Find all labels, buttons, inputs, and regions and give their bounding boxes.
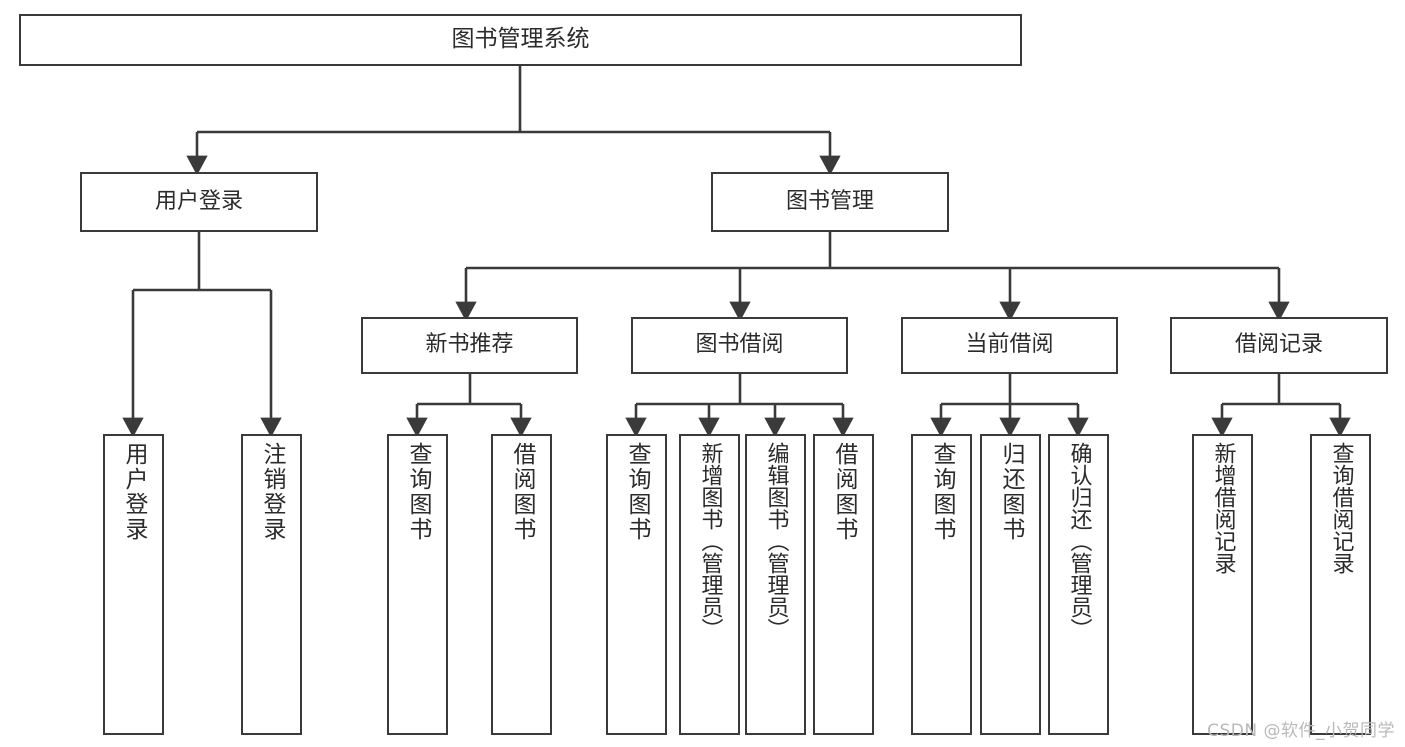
node-leaf-query-borrow-record-label: 查询借阅记录 (1328, 442, 1354, 574)
node-leaf-user-login-label: 用户登录 (121, 442, 147, 542)
node-borrow-record[interactable]: 借阅记录 (1170, 317, 1388, 374)
node-leaf-add-borrow-record[interactable]: 新增借阅记录 (1192, 434, 1253, 735)
node-leaf-query-book-2[interactable]: 查询图书 (606, 434, 667, 735)
node-leaf-confirm-return-admin-label: 确认归还（管理员） (1066, 442, 1092, 640)
node-user-login[interactable]: 用户登录 (80, 172, 318, 232)
node-book-borrow-label: 图书借阅 (695, 332, 784, 358)
node-leaf-return-book-label: 归还图书 (998, 442, 1024, 542)
node-current-borrow[interactable]: 当前借阅 (901, 317, 1118, 374)
node-leaf-add-book-admin[interactable]: 新增图书（管理员） (679, 434, 740, 735)
node-user-login-label: 用户登录 (154, 188, 243, 214)
node-current-borrow-label: 当前借阅 (965, 332, 1054, 358)
node-leaf-query-book-3-label: 查询图书 (929, 442, 955, 542)
node-leaf-edit-book-admin[interactable]: 编辑图书（管理员） (745, 434, 806, 735)
node-new-book-recommend[interactable]: 新书推荐 (361, 317, 578, 374)
node-leaf-query-book-2-label: 查询图书 (624, 442, 650, 542)
node-leaf-query-book-1[interactable]: 查询图书 (387, 434, 448, 735)
node-leaf-add-borrow-record-label: 新增借阅记录 (1210, 442, 1236, 574)
node-leaf-return-book[interactable]: 归还图书 (980, 434, 1041, 735)
node-leaf-borrow-book-1[interactable]: 借阅图书 (491, 434, 552, 735)
node-root[interactable]: 图书管理系统 (19, 14, 1022, 66)
node-book-borrow[interactable]: 图书借阅 (631, 317, 848, 374)
node-book-management-label: 图书管理 (785, 188, 874, 214)
node-borrow-record-label: 借阅记录 (1234, 332, 1323, 358)
node-leaf-borrow-book-1-label: 借阅图书 (509, 442, 535, 542)
node-book-management[interactable]: 图书管理 (711, 172, 949, 232)
node-leaf-borrow-book-2-label: 借阅图书 (831, 442, 857, 542)
node-leaf-query-borrow-record[interactable]: 查询借阅记录 (1310, 434, 1371, 735)
node-leaf-logout-login[interactable]: 注销登录 (241, 434, 302, 735)
node-leaf-logout-login-label: 注销登录 (259, 442, 285, 542)
node-leaf-query-book-3[interactable]: 查询图书 (911, 434, 972, 735)
node-leaf-query-book-1-label: 查询图书 (405, 442, 431, 542)
node-leaf-user-login[interactable]: 用户登录 (103, 434, 164, 735)
node-leaf-add-book-admin-label: 新增图书（管理员） (697, 442, 723, 640)
node-leaf-confirm-return-admin[interactable]: 确认归还（管理员） (1048, 434, 1109, 735)
node-root-label: 图书管理系统 (451, 26, 590, 53)
node-new-book-recommend-label: 新书推荐 (425, 332, 514, 358)
node-leaf-edit-book-admin-label: 编辑图书（管理员） (763, 442, 789, 640)
csdn-watermark: CSDN @软件_小贺同学 (1207, 721, 1395, 741)
node-leaf-borrow-book-2[interactable]: 借阅图书 (813, 434, 874, 735)
